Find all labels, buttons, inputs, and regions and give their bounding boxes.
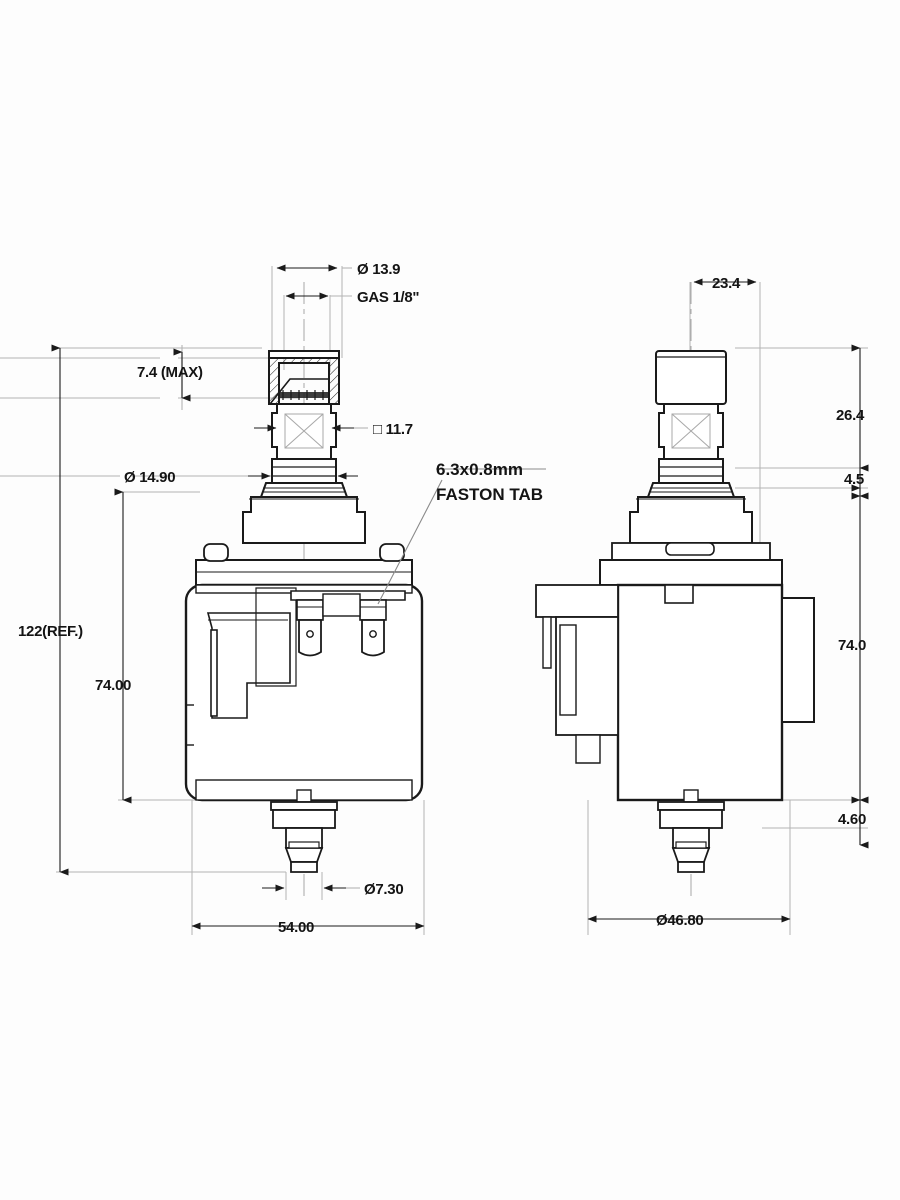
- side-connector-bracket: [535, 584, 619, 764]
- tab-hole-left: [306, 630, 314, 638]
- dim-74-0: 74.0: [838, 637, 866, 654]
- dim-26-4: 26.4: [836, 407, 865, 424]
- boss-taper: [259, 482, 349, 498]
- tab-separator: [322, 593, 361, 617]
- dim-7-4-max: 7.4 (MAX): [137, 364, 203, 381]
- outlet-flange-upper: [270, 801, 338, 811]
- faston-tabs: [290, 590, 406, 657]
- side-inlet-boss: [655, 350, 727, 405]
- internal-bracket: [206, 587, 297, 719]
- boss-band: [271, 458, 337, 484]
- front-view: [184, 350, 424, 873]
- note-faston-tab-line2: FASTON TAB: [436, 485, 543, 504]
- dimension-labels: Ø 13.9 GAS 1/8" 7.4 (MAX) □ 11.7 Ø 14.90…: [18, 261, 866, 936]
- frame-tab-right: [379, 543, 405, 562]
- dim-54-00: 54.00: [278, 919, 314, 936]
- side-lower-boss: [646, 458, 736, 498]
- side-inlet-outline: [655, 350, 727, 405]
- side-frame-tab: [665, 542, 715, 556]
- side-view: [535, 350, 815, 873]
- side-square-flat: [671, 413, 711, 449]
- side-coil-body: [616, 583, 815, 802]
- outlet-root: [296, 789, 312, 803]
- dim-122-ref: 122(REF.): [18, 623, 83, 640]
- dim-74-00: 74.00: [95, 677, 131, 694]
- square-flat-face: [284, 413, 324, 449]
- dim-4-5: 4.5: [844, 471, 864, 488]
- side-bonnet: [629, 496, 753, 544]
- dim-od-14-90: Ø 14.90: [124, 469, 175, 486]
- dimension-lines: [51, 264, 869, 930]
- flat-diag-2: [284, 413, 324, 449]
- side-frame-plate: [599, 559, 783, 586]
- valve-neck: [271, 403, 337, 460]
- note-faston-tab-line1: 6.3x0.8mm: [436, 460, 523, 479]
- dim-gas-thread: GAS 1/8": [357, 289, 419, 306]
- bonnet: [242, 496, 366, 544]
- faston-tab-right: [359, 599, 387, 657]
- side-coil-rear-block: [781, 597, 815, 723]
- outlet-flange: [272, 809, 336, 829]
- lower-boss: [259, 458, 349, 498]
- side-coil-frame-top: [599, 542, 783, 586]
- side-coil-outline: [616, 583, 784, 802]
- dim-od-46-80: Ø46.80: [656, 912, 703, 929]
- thread-root-shade: [279, 392, 329, 398]
- tab-hole-right: [369, 630, 377, 638]
- inlet-rim: [268, 350, 340, 359]
- dim-od-7-30: Ø7.30: [364, 881, 403, 898]
- barb-tip: [290, 861, 318, 873]
- dim-23-4: 23.4: [712, 275, 741, 292]
- bonnet-outline: [242, 496, 366, 544]
- taper-break-line: [269, 378, 329, 405]
- side-outlet-nozzle: [657, 789, 725, 873]
- outlet-nozzle: [270, 789, 338, 873]
- inlet-boss: [268, 350, 340, 405]
- side-coil-boss: [664, 584, 694, 604]
- dim-4-60: 4.60: [838, 811, 866, 828]
- dim-sq-11-7: □ 11.7: [373, 421, 413, 438]
- frame-tab-left: [203, 543, 229, 562]
- barb-taper: [284, 847, 324, 863]
- dim-od-13-9: Ø 13.9: [357, 261, 400, 278]
- faston-tab-left: [296, 599, 324, 657]
- side-valve-neck: [658, 403, 724, 460]
